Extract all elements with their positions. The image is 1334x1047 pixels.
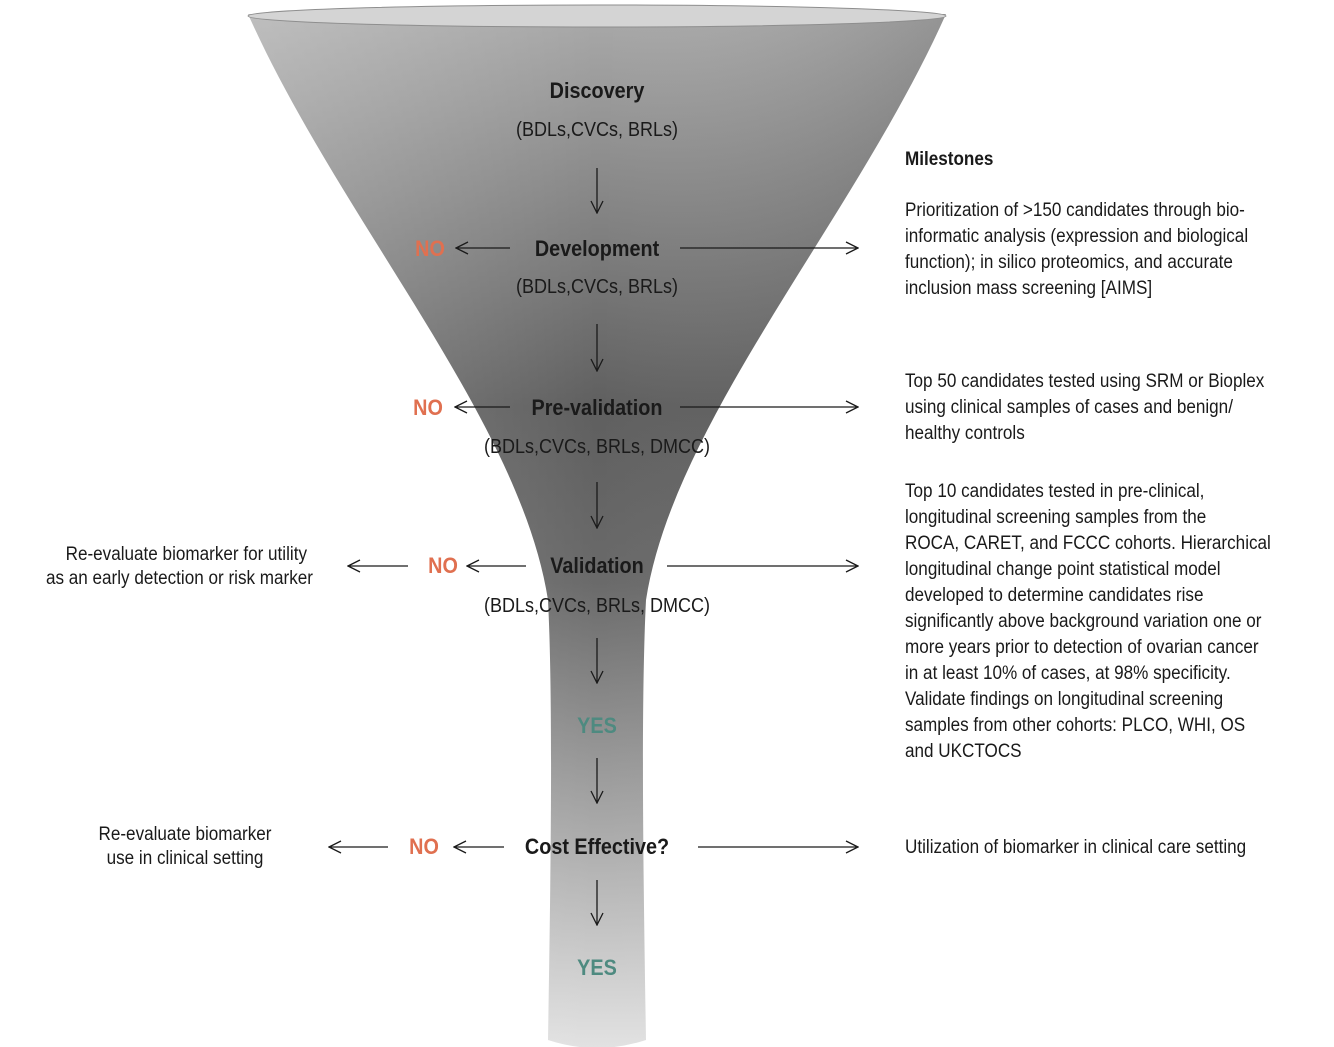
milestone-validation-line-10: samples from other cohorts: PLCO, WHI, O… bbox=[905, 715, 1246, 736]
side-note-validation-line-2: as an early detection or risk marker bbox=[45, 568, 313, 589]
milestone-validation-line-8: in at least 10% of cases, at 98% specifi… bbox=[905, 663, 1231, 684]
milestone-validation-line-9: Validate findings on longitudinal screen… bbox=[905, 689, 1224, 710]
side-note-validation-line-1: Re-evaluate biomarker for utility bbox=[65, 544, 307, 565]
funnel-rim bbox=[247, 4, 947, 28]
milestone-development-line-4: inclusion mass screening [AIMS] bbox=[905, 278, 1153, 299]
stage-development-members: (BDLs,CVCs, BRLs) bbox=[515, 276, 679, 298]
milestone-development-line-1: Prioritization of >150 candidates throug… bbox=[905, 200, 1245, 221]
stage-prevalidation-members: (BDLs,CVCs, BRLs, DMCC) bbox=[483, 436, 711, 458]
yes-label-validation: YES bbox=[577, 713, 617, 738]
milestone-validation-line-6: significantly above background variation… bbox=[905, 611, 1262, 632]
milestone-validation-line-7: more years prior to detection of ovarian… bbox=[905, 637, 1259, 658]
stage-development-title: Development bbox=[534, 236, 660, 261]
stage-cost-title: Cost Effective? bbox=[524, 834, 670, 859]
milestone-cost-line-1: Utilization of biomarker in clinical car… bbox=[905, 837, 1247, 858]
stage-prevalidation-title: Pre-validation bbox=[531, 395, 663, 420]
milestone-validation-line-11: and UKCTOCS bbox=[905, 741, 1022, 762]
no-label-validation: NO bbox=[428, 553, 458, 578]
milestone-prevalidation-line-3: healthy controls bbox=[905, 423, 1025, 444]
milestone-development-line-3: function); in silico proteomics, and acc… bbox=[905, 252, 1233, 273]
stage-validation-members: (BDLs,CVCs, BRLs, DMCC) bbox=[483, 595, 711, 617]
stage-discovery-members: (BDLs,CVCs, BRLs) bbox=[515, 119, 679, 141]
stage-validation-title: Validation bbox=[550, 553, 644, 578]
milestones-heading: Milestones bbox=[905, 149, 994, 170]
no-label-prevalidation: NO bbox=[413, 395, 443, 420]
no-label-cost: NO bbox=[409, 834, 439, 859]
side-note-cost-line-2: use in clinical setting bbox=[106, 848, 264, 869]
milestone-prevalidation-line-2: using clinical samples of cases and beni… bbox=[905, 397, 1233, 418]
funnel-shading bbox=[248, 14, 946, 1047]
milestone-validation-line-2: longitudinal screening samples from the bbox=[905, 507, 1207, 528]
yes-label-cost: YES bbox=[577, 955, 617, 980]
milestone-prevalidation-line-1: Top 50 candidates tested using SRM or Bi… bbox=[905, 371, 1265, 392]
milestone-validation-line-1: Top 10 candidates tested in pre-clinical… bbox=[905, 481, 1205, 502]
no-label-development: NO bbox=[415, 236, 445, 261]
milestone-validation-line-3: ROCA, CARET, and FCCC cohorts. Hierarchi… bbox=[905, 533, 1271, 554]
milestone-validation-line-5: developed to determine candidates rise bbox=[905, 585, 1204, 606]
milestone-validation-line-4: longitudinal change point statistical mo… bbox=[905, 559, 1221, 580]
side-note-cost-line-1: Re-evaluate biomarker bbox=[98, 824, 272, 845]
milestone-development-line-2: informatic analysis (expression and biol… bbox=[905, 226, 1249, 247]
stage-discovery-title: Discovery bbox=[549, 78, 645, 103]
